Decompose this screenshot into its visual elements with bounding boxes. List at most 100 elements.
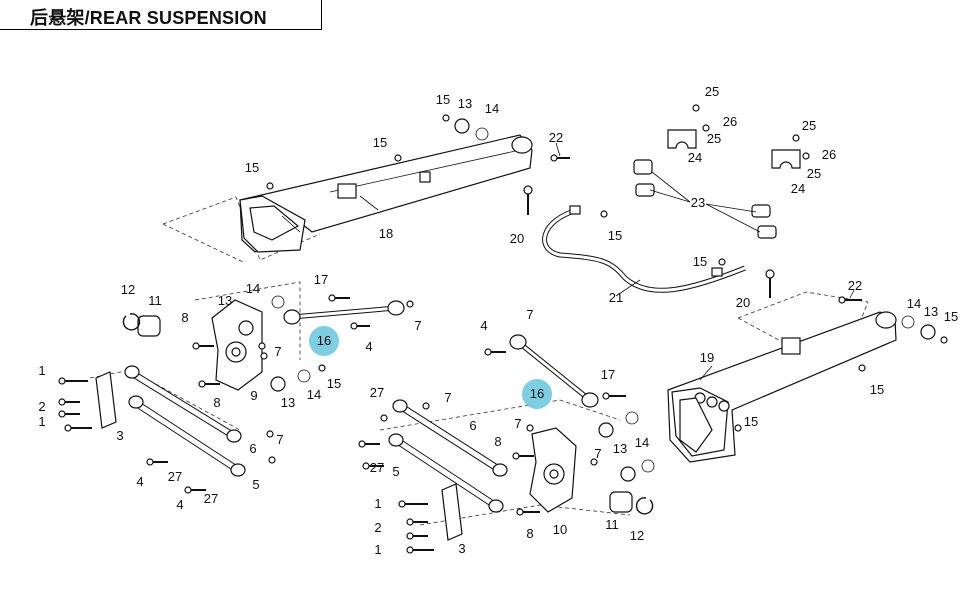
callout-number: 22 [549,130,563,145]
callout-8: 8 [526,526,533,541]
callout-27: 27 [370,460,384,475]
callout-number: 1 [374,542,381,557]
lower-links-right [388,399,508,513]
callout-1: 1 [374,542,381,557]
callout-13: 13 [218,293,232,308]
callout-number: 24 [791,181,805,196]
callout-number: 13 [924,304,938,319]
callout-number: 27 [370,460,384,475]
callout-number: 2 [38,399,45,414]
callout-1: 1 [38,414,45,429]
trailing-arm-left [239,134,533,253]
callout-number: 11 [148,293,162,308]
callout-13: 13 [613,441,627,456]
callout-15: 15 [944,309,958,324]
callout-number: 27 [204,491,218,506]
callout-4: 4 [136,474,143,489]
callout-number: 27 [370,385,384,400]
callout-24: 24 [688,150,702,165]
callout-5: 5 [252,477,259,492]
callout-24: 24 [791,181,805,196]
callout-number: 4 [480,318,487,333]
callout-number: 13 [458,96,472,111]
callout-16: 16 [309,326,339,356]
callout-4: 4 [176,497,183,512]
callout-number: 20 [736,295,750,310]
callout-number: 6 [469,418,476,433]
callout-8: 8 [494,434,501,449]
callout-number: 1 [38,414,45,429]
callout-13: 13 [924,304,938,319]
callout-number: 16 [317,333,331,348]
callout-2: 2 [38,399,45,414]
callout-12: 12 [121,282,135,297]
callout-15: 15 [744,414,758,429]
callout-number: 12 [121,282,135,297]
callout-20: 20 [510,231,524,246]
callout-3: 3 [116,428,123,443]
callout-9: 9 [250,388,257,403]
page-title: 后悬架/REAR SUSPENSION [30,8,267,28]
callout-18: 18 [379,226,393,241]
callout-number: 15 [693,254,707,269]
callout-5: 5 [392,464,399,479]
callout-25: 25 [802,118,816,133]
callout-19: 19 [700,350,714,365]
callout-number: 3 [458,541,465,556]
callout-15: 15 [870,382,884,397]
callout-15: 15 [327,376,341,391]
callout-number: 8 [181,310,188,325]
callout-27: 27 [168,469,182,484]
callout-23: 23 [691,195,705,210]
callout-number: 13 [218,293,232,308]
callout-number: 26 [822,147,836,162]
callout-number: 19 [700,350,714,365]
callout-20: 20 [736,295,750,310]
callout-26: 26 [822,147,836,162]
callout-number: 7 [594,446,601,461]
callout-15: 15 [245,160,259,175]
stabilizer-bar [523,185,775,298]
callout-number: 1 [374,496,381,511]
callout-1: 1 [38,363,45,378]
callout-27: 27 [204,491,218,506]
callout-number: 15 [944,309,958,324]
callout-number: 7 [526,307,533,322]
callout-leaders [281,142,855,381]
callout-number: 24 [688,150,702,165]
callout-number: 5 [252,477,259,492]
callout-7: 7 [274,344,281,359]
callout-17: 17 [601,367,615,382]
callout-number: 15 [436,92,450,107]
callout-4: 4 [480,318,487,333]
callout-15: 15 [373,135,387,150]
fasteners [58,104,948,554]
callout-number: 11 [605,517,619,532]
callout-17: 17 [314,272,328,287]
callout-number: 17 [314,272,328,287]
callout-number: 15 [870,382,884,397]
upper-links [283,300,599,408]
lower-links-left [124,365,246,477]
callout-8: 8 [213,395,220,410]
callout-number: 15 [608,228,622,243]
callout-number: 10 [553,522,567,537]
callout-26: 26 [723,114,737,129]
callout-13: 13 [281,395,295,410]
callout-number: 5 [392,464,399,479]
callout-number: 7 [276,432,283,447]
callout-number: 15 [327,376,341,391]
callout-1: 1 [374,496,381,511]
callout-number: 14 [485,101,499,116]
callout-number: 27 [168,469,182,484]
callout-7: 7 [414,318,421,333]
callout-14: 14 [246,281,260,296]
callout-22: 22 [549,130,563,145]
callout-number: 14 [246,281,260,296]
callout-number: 15 [744,414,758,429]
callout-3: 3 [458,541,465,556]
callout-number: 14 [907,296,921,311]
callout-15: 15 [608,228,622,243]
